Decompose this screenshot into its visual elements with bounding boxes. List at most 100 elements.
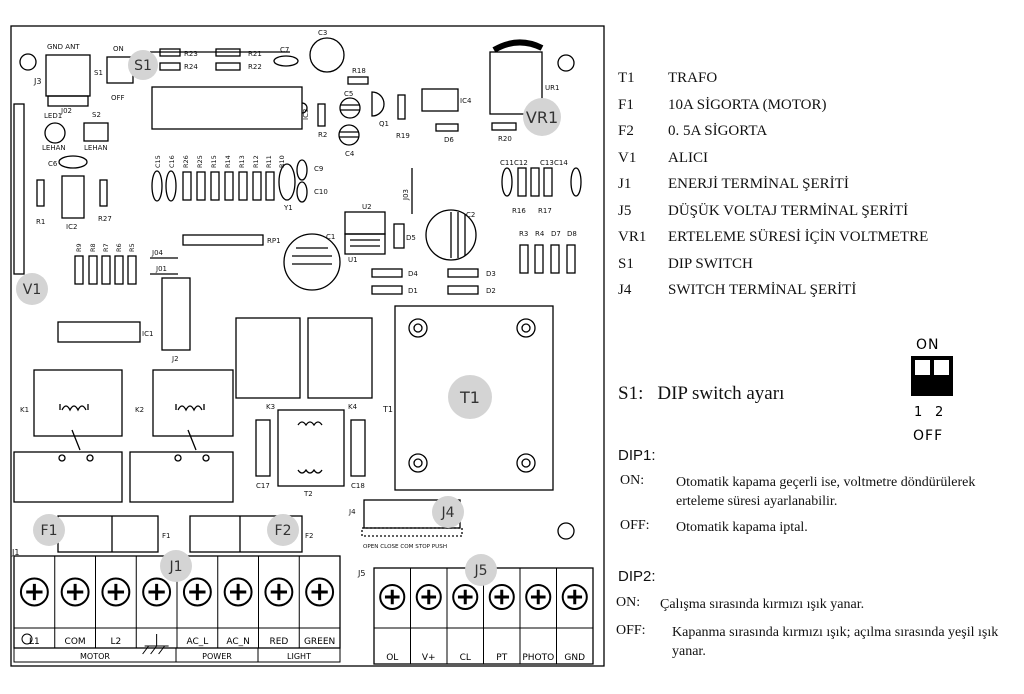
capacitor-c5 <box>339 97 361 119</box>
silk-j5: J5 <box>357 569 365 578</box>
terminal-label: V+ <box>422 653 436 663</box>
silk-label: R11 <box>265 155 273 168</box>
dip-number-2: 2 <box>935 405 944 420</box>
dip1-off-key: OFF: <box>620 518 650 533</box>
relay-k1 <box>33 369 123 437</box>
silk-d8: D8 <box>567 230 577 238</box>
resistor-r20 <box>491 122 517 131</box>
silk-r16: R16 <box>512 207 526 215</box>
legend-value: 0. 5A SİGORTA <box>668 123 768 139</box>
j02-header <box>47 95 89 107</box>
fuse-f2 <box>189 515 303 553</box>
silk-d4: D4 <box>408 270 418 278</box>
resistor-r2 <box>317 103 326 127</box>
silk-r1: R1 <box>36 218 45 226</box>
ic3-chip <box>151 86 303 130</box>
silk-c11: C11 <box>500 159 514 167</box>
terminal-screw <box>519 568 552 664</box>
terminal-group-box <box>257 647 341 663</box>
silk-r27: R27 <box>98 215 112 223</box>
silk-r4: R4 <box>535 230 545 238</box>
silk-c12: C12 <box>514 159 528 167</box>
terminal-screw <box>54 556 90 648</box>
silk-r19: R19 <box>396 132 410 140</box>
terminal-label: GREEN <box>304 637 335 647</box>
terminal-label: AC_N <box>226 637 250 647</box>
silk-r24: R24 <box>184 63 198 71</box>
diode-d2 <box>447 285 479 295</box>
silk-lehan: LEHAN <box>84 144 108 152</box>
resistor-r22 <box>215 62 241 71</box>
capacitor-c18 <box>350 419 366 477</box>
legend-value: 10A SİGORTA (MOTOR) <box>668 96 827 113</box>
silk-c10: C10 <box>314 188 328 196</box>
silk-k1: K1 <box>20 406 29 414</box>
silk-t1: T1 <box>382 405 393 414</box>
silk-c3: C3 <box>318 29 327 37</box>
silk-r21: R21 <box>248 50 262 58</box>
capacitor-c2 <box>425 209 477 261</box>
silk-d2: D2 <box>486 287 496 295</box>
terminal-screw <box>176 556 212 648</box>
silk-d1: D1 <box>408 287 418 295</box>
resistor-r27 <box>99 179 108 207</box>
marker-vr1-label: VR1 <box>526 108 558 127</box>
silk-gnd-ant: GND ANT <box>47 43 80 51</box>
relay-k2-base <box>129 451 234 503</box>
ic4-chip <box>421 88 459 112</box>
resistor-row-1 <box>151 159 308 203</box>
circle-marker-icon <box>21 633 33 645</box>
silk-r3: R3 <box>519 230 528 238</box>
marker-j4-label: J4 <box>440 505 454 521</box>
marker-j5-label: J5 <box>473 563 487 579</box>
silk-c2: C2 <box>466 211 475 219</box>
legend-value: DÜŞÜK VOLTAJ TERMİNAL ŞERİTİ <box>668 202 909 219</box>
marker-t1: T1 <box>448 375 492 419</box>
terminal-screw <box>556 568 588 664</box>
terminal-label: L1 <box>29 637 40 647</box>
silk-label: R5 <box>128 243 136 252</box>
legend-key: F2 <box>618 123 634 139</box>
s1-title-text: DIP switch ayarı <box>657 383 785 404</box>
silk-j04: J04 <box>151 249 164 257</box>
component-markers: S1 VR1 V1 T1 F1 F2 J4 J1 J5 <box>16 50 561 586</box>
silk-rp1: RP1 <box>267 237 281 245</box>
silk-s2: S2 <box>92 111 101 119</box>
silk-ic3: IC3 <box>302 109 310 120</box>
silk-t2: T2 <box>303 490 313 498</box>
fuse-f1 <box>57 515 159 553</box>
marker-s1: S1 <box>128 50 158 80</box>
silk-c1: C1 <box>326 233 335 241</box>
legend-value: SWITCH TERMİNAL ŞERİTİ <box>668 282 857 298</box>
silk-j3: J3 <box>33 77 41 86</box>
silk-k3: K3 <box>266 403 275 411</box>
diode-d4 <box>371 268 403 278</box>
dip2-title: DIP2: <box>618 568 656 585</box>
dip-switch-2 <box>934 360 949 375</box>
terminal-label: PHOTO <box>522 653 554 663</box>
resistor-r24 <box>159 62 181 71</box>
marker-j1-label: J1 <box>168 559 182 575</box>
silk-c17: C17 <box>256 482 270 490</box>
silk-lehan: LEHAN <box>42 144 66 152</box>
capacitor-c3 <box>309 37 345 73</box>
terminal-screw <box>95 556 131 648</box>
capacitor-c17 <box>255 419 271 477</box>
silk-label: R25 <box>196 155 204 168</box>
dip2-on-key: ON: <box>616 595 641 610</box>
terminal-screw <box>298 556 335 648</box>
terminal-screw <box>135 556 172 648</box>
silk-j4-labels: OPEN CLOSE COM STOP PUSH <box>363 544 447 550</box>
legend-value: ENERJİ TERMİNAL ŞERİTİ <box>668 176 849 192</box>
diode-d3 <box>447 268 479 278</box>
silk-label: R13 <box>238 155 246 168</box>
silk-c4: C4 <box>345 150 355 158</box>
transformer-t1 <box>394 305 554 491</box>
legend-value: ERTELEME SÜRESİ İÇİN VOLTMETRE <box>668 229 929 245</box>
legend-value: DIP SWITCH <box>668 255 753 272</box>
capacitor-c6 <box>58 155 88 169</box>
mount-hole <box>19 53 37 71</box>
silk-d7: D7 <box>551 230 561 238</box>
resistor-row-2 <box>74 255 137 285</box>
